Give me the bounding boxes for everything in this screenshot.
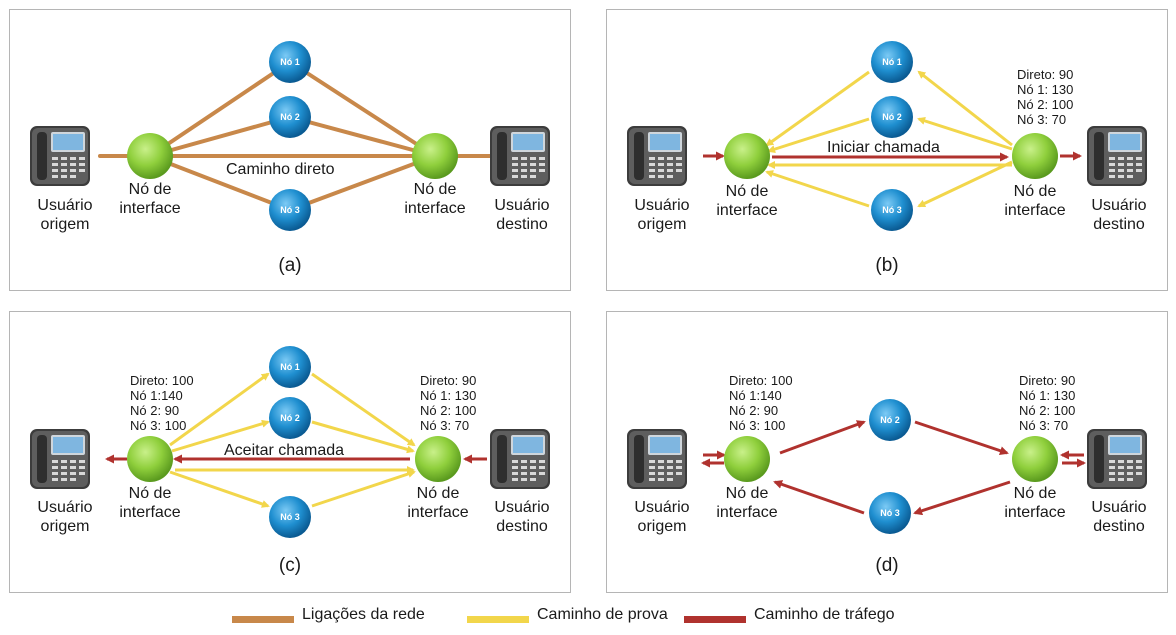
relay-node-1 xyxy=(269,346,311,388)
diagram-b: Nó 1 Nó 2 Nó 3 xyxy=(627,41,1147,231)
interface-label-left: Nó de interface xyxy=(119,181,181,217)
diagram-a: Nó 1 Nó 2 Nó 3 xyxy=(30,41,550,231)
center-text-c: Aceitar chamada xyxy=(224,442,345,459)
legend-label-network: Ligações da rede xyxy=(302,606,425,623)
caption-c: (c) xyxy=(278,555,302,576)
user-dest-label: Usuário destino xyxy=(494,197,550,233)
relay-node-3 xyxy=(869,492,911,534)
panel-c: Nó 1 Nó 2 Nó 3 Aceitar chamada Direto: 1… xyxy=(9,311,571,593)
phone-icon-dest xyxy=(490,429,550,489)
user-origin-label: Usuário origem xyxy=(634,499,690,535)
legend-swatch-traffic xyxy=(684,616,746,623)
interface-node-left xyxy=(127,436,173,482)
relay-node-3 xyxy=(871,189,913,231)
route-table-right: Direto: 90 Nó 1: 130 Nó 2: 100 Nó 3: 70 xyxy=(420,373,477,433)
legend-swatch-network xyxy=(232,616,294,623)
relay-node-3 xyxy=(269,189,311,231)
diagram-d: Nó 2 Nó 3 xyxy=(627,399,1147,534)
interface-node-left xyxy=(127,133,173,179)
relay-label-3: Nó 3 xyxy=(280,512,300,522)
relay-label-2: Nó 2 xyxy=(882,112,902,122)
route-table-right: Direto: 90 Nó 1: 130 Nó 2: 100 Nó 3: 70 xyxy=(1017,67,1074,127)
interface-node-right xyxy=(1012,436,1058,482)
phone-icon-dest xyxy=(1087,429,1147,489)
user-origin-label: Usuário origem xyxy=(37,197,93,233)
interface-node-right xyxy=(1012,133,1058,179)
relay-label-3: Nó 3 xyxy=(880,508,900,518)
relay-label-2: Nó 2 xyxy=(880,415,900,425)
interface-label-right: Nó de interface xyxy=(1004,485,1066,521)
phone-icon-origin xyxy=(30,429,90,489)
relay-label-2: Nó 2 xyxy=(280,413,300,423)
panel-a: Nó 1 Nó 2 Nó 3 Caminho direto Usuário or… xyxy=(9,9,571,291)
relay-label-1: Nó 1 xyxy=(280,362,300,372)
user-dest-label: Usuário destino xyxy=(1091,499,1147,535)
panel-b: Nó 1 Nó 2 Nó 3 Iniciar chamada Direto: 9… xyxy=(606,9,1168,291)
relay-node-2 xyxy=(871,96,913,138)
legend-label-probe: Caminho de prova xyxy=(537,606,668,623)
interface-node-left xyxy=(724,436,770,482)
user-dest-label: Usuário destino xyxy=(494,499,550,535)
phone-icon-origin xyxy=(627,126,687,186)
relay-label-1: Nó 1 xyxy=(280,57,300,67)
interface-label-right: Nó de interface xyxy=(404,181,466,217)
phone-icon-dest xyxy=(1087,126,1147,186)
user-dest-label: Usuário destino xyxy=(1091,197,1147,233)
interface-label-right: Nó de interface xyxy=(407,485,469,521)
center-text-a: Caminho direto xyxy=(226,161,335,178)
route-table-left: Direto: 100 Nó 1:140 Nó 2: 90 Nó 3: 100 xyxy=(729,373,793,433)
relay-node-1 xyxy=(269,41,311,83)
relay-node-2 xyxy=(869,399,911,441)
relay-label-3: Nó 3 xyxy=(882,205,902,215)
relay-label-2: Nó 2 xyxy=(280,112,300,122)
center-text-b: Iniciar chamada xyxy=(827,139,940,156)
interface-label-right: Nó de interface xyxy=(1004,183,1066,219)
interface-node-left xyxy=(724,133,770,179)
phone-icon-origin xyxy=(30,126,90,186)
relay-node-3 xyxy=(269,496,311,538)
interface-label-left: Nó de interface xyxy=(716,485,778,521)
phone-icon-dest xyxy=(490,126,550,186)
phone-icon-origin xyxy=(627,429,687,489)
panel-d: Nó 2 Nó 3 Direto: 100 Nó 1:140 Nó 2: 90 … xyxy=(606,311,1168,593)
relay-node-2 xyxy=(269,96,311,138)
route-table-right: Direto: 90 Nó 1: 130 Nó 2: 100 Nó 3: 70 xyxy=(1019,373,1076,433)
user-origin-label: Usuário origem xyxy=(634,197,690,233)
relay-node-2 xyxy=(269,397,311,439)
relay-node-1 xyxy=(871,41,913,83)
user-origin-label: Usuário origem xyxy=(37,499,93,535)
interface-node-right xyxy=(412,133,458,179)
legend-label-traffic: Caminho de tráfego xyxy=(754,606,895,623)
route-table-left: Direto: 100 Nó 1:140 Nó 2: 90 Nó 3: 100 xyxy=(130,373,194,433)
relay-label-3: Nó 3 xyxy=(280,205,300,215)
legend-swatch-probe xyxy=(467,616,529,623)
interface-label-left: Nó de interface xyxy=(119,485,181,521)
interface-label-left: Nó de interface xyxy=(716,183,778,219)
relay-label-1: Nó 1 xyxy=(882,57,902,67)
caption-b: (b) xyxy=(875,255,899,276)
diagram-c: Nó 1 Nó 2 Nó 3 xyxy=(30,346,550,538)
caption-a: (a) xyxy=(278,255,302,276)
caption-d: (d) xyxy=(875,555,899,576)
interface-node-right xyxy=(415,436,461,482)
